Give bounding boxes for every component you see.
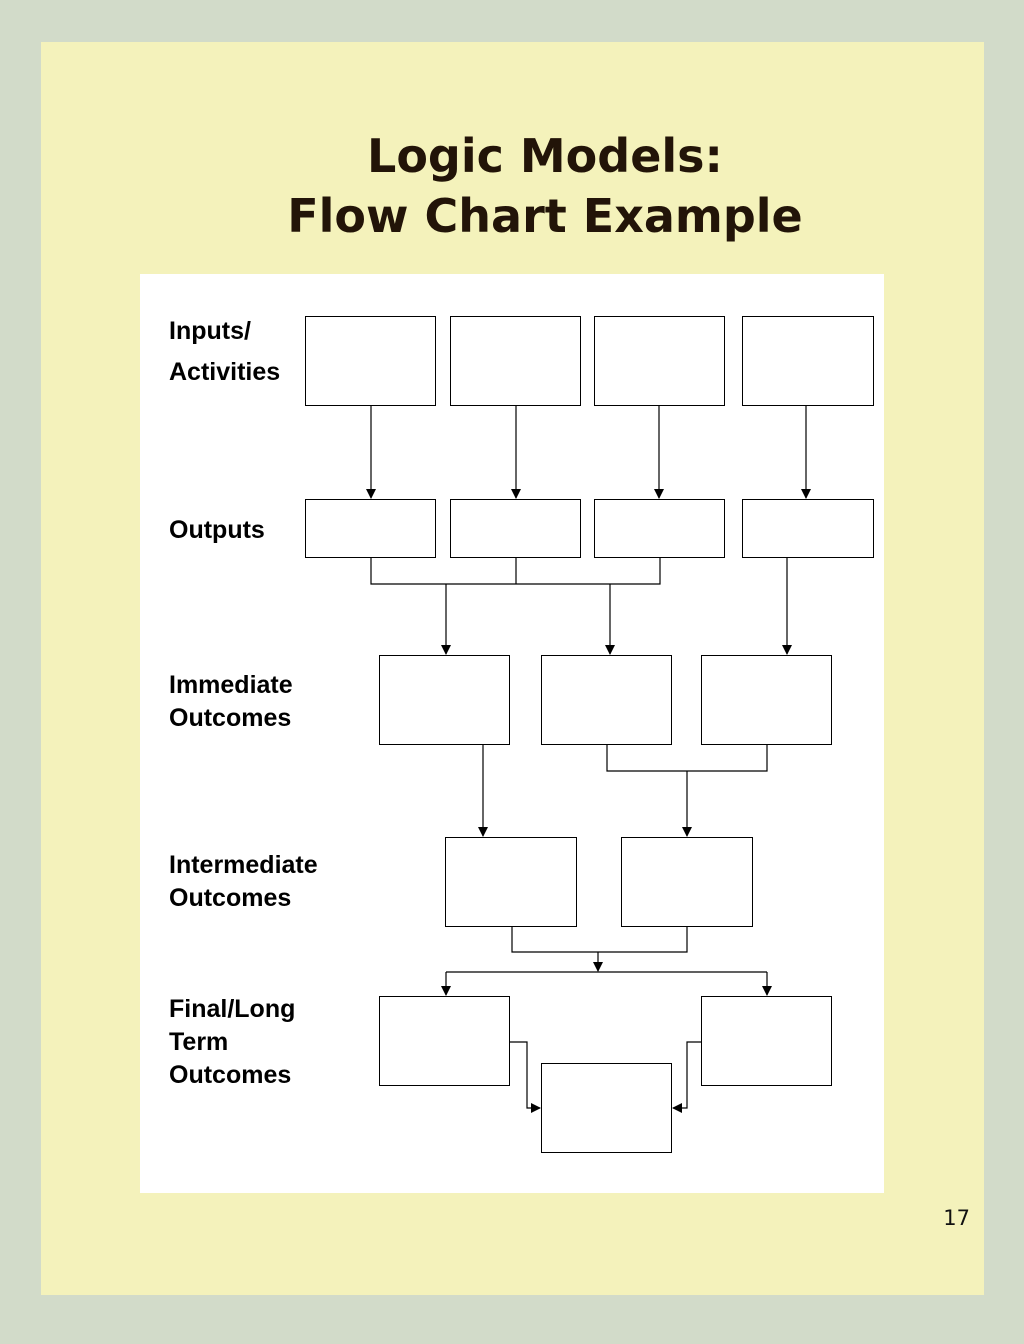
immediate-outcome-box-1 [379,655,510,745]
title-line-1: Logic Models: [367,129,723,183]
input-activity-box-4 [742,316,874,406]
final-outcome-box-right [701,996,832,1086]
row-label-immediate-line-1: Immediate [169,671,293,699]
immediate-outcome-box-3 [701,655,832,745]
intermediate-outcome-box-1 [445,837,577,927]
row-label-intermediate-line-2: Outcomes [169,884,292,912]
row-label-immediate-line-2: Outcomes [169,704,292,732]
final-outcome-box-left [379,996,510,1086]
row-label-outputs-line-1: Outputs [169,516,265,544]
row-label-inputs: Inputs/ Activities [169,311,280,393]
row-label-outputs: Outputs [169,514,265,547]
title-line-2: Flow Chart Example [287,189,803,243]
output-box-3 [594,499,725,558]
output-box-1 [305,499,436,558]
row-label-intermediate-line-1: Intermediate [169,851,318,879]
intermediate-outcome-box-2 [621,837,753,927]
input-activity-box-2 [450,316,581,406]
row-label-final-line-1: Final/Long [169,995,296,1023]
row-label-intermediate-outcomes: Intermediate Outcomes [169,849,318,915]
row-label-inputs-line-1: Inputs/ [169,317,251,345]
row-label-immediate-outcomes: Immediate Outcomes [169,669,293,735]
output-box-2 [450,499,581,558]
page-number: 17 [943,1206,970,1230]
output-box-4 [742,499,874,558]
row-label-final-line-2: Term [169,1028,229,1056]
input-activity-box-1 [305,316,436,406]
row-label-inputs-line-2: Activities [169,358,281,386]
row-label-final-line-3: Outcomes [169,1061,292,1089]
final-outcome-box-center [541,1063,672,1153]
slide-title: Logic Models: Flow Chart Example [0,126,1024,246]
immediate-outcome-box-2 [541,655,672,745]
row-label-final-outcomes: Final/Long Term Outcomes [169,993,295,1092]
input-activity-box-3 [594,316,725,406]
